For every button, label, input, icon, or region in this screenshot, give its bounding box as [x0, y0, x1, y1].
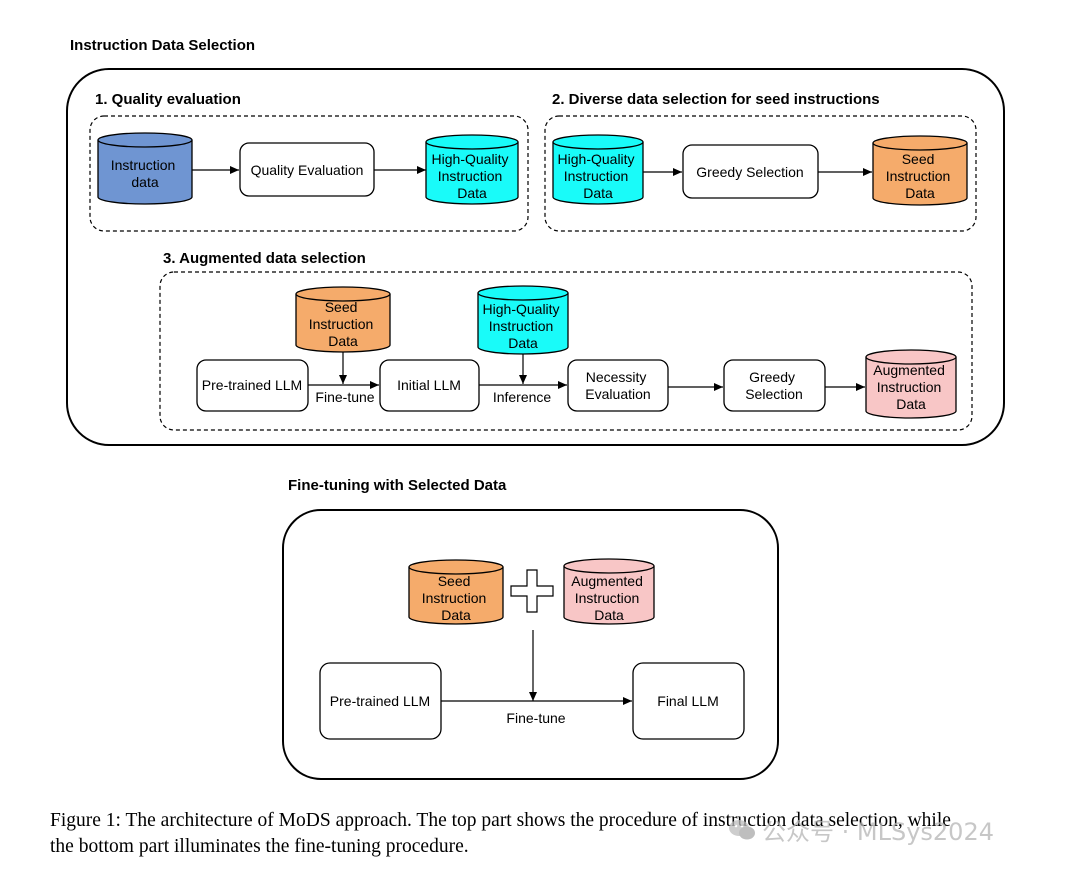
- svg-text:Augmented Instruction: Augmented Instruction Data: [571, 573, 647, 623]
- finetune-pretrained-llm-label: Pre-trained LLM: [330, 693, 430, 709]
- caption-line-2: the bottom part illuminates the fine-tun…: [50, 836, 469, 857]
- step3-greedy-selection-box: [723, 359, 826, 412]
- svg-text:Seed Instruction D: Seed Instruction Data: [422, 573, 490, 623]
- greedy-selection-label: Greedy Selection: [696, 164, 803, 180]
- section-title-finetuning: Fine-tuning with Selected Data: [288, 477, 507, 494]
- finetune-seed-data-cylinder: Seed Instruction Data: [408, 559, 504, 625]
- quality-evaluation-label: Quality Evaluation: [251, 162, 364, 178]
- step3-seed-data-cylinder: Seed Instruction Data: [295, 286, 391, 353]
- step2-high-quality-data-cylinder: High-Quality Instruction Data: [552, 134, 644, 205]
- plus-icon: [510, 569, 554, 613]
- step3-frame: [159, 271, 973, 431]
- section-title-selection: Instruction Data Selection: [70, 37, 255, 54]
- svg-text:High-Quality Instruction: High-Quality Instruction Data: [432, 151, 513, 201]
- finetuning-outer-frame: [282, 509, 779, 780]
- step3-inference-label: Inference: [493, 389, 552, 405]
- final-llm-label: Final LLM: [657, 693, 718, 709]
- svg-text:Augmented Instruction: Augmented Instruction Data: [873, 362, 949, 412]
- step1-high-quality-data-cylinder: High-Quality Instruction Data: [425, 134, 519, 205]
- svg-text:High-Quality Instruction: High-Quality Instruction Data: [483, 301, 564, 351]
- step1-instruction-data-cylinder: Instruction data: [97, 132, 193, 205]
- step3-finetune-label: Fine-tune: [315, 389, 374, 405]
- svg-text:High-Quality Instruction: High-Quality Instruction Data: [558, 151, 639, 201]
- step3-augmented-data-cylinder: Augmented Instruction Data: [865, 349, 957, 419]
- step1-frame: [89, 115, 529, 232]
- selection-outer-frame: [66, 68, 1005, 446]
- step3-title: 3. Augmented data selection: [163, 250, 366, 267]
- step2-seed-data-cylinder: Seed Instruction Data: [872, 135, 968, 206]
- step2-frame: [544, 115, 977, 232]
- figure-caption: Figure 1: The architecture of MoDS appro…: [50, 808, 1050, 860]
- watermark-text: 公众号 · MLSys2024: [762, 818, 994, 846]
- svg-text:Seed Instruction D: Seed Instruction Data: [886, 151, 954, 201]
- svg-text:Instruction data: Instruction data: [111, 157, 179, 190]
- finetune-label: Fine-tune: [506, 710, 565, 726]
- caption-line-1: Figure 1: The architecture of MoDS appro…: [50, 810, 951, 831]
- step3-greedy-selection-label: Greedy Selection: [745, 369, 803, 402]
- step1-title: 1. Quality evaluation: [95, 91, 241, 108]
- necessity-evaluation-box: [567, 359, 669, 412]
- watermark: 公众号 · MLSys2024: [728, 812, 994, 847]
- finetune-augmented-data-cylinder: Augmented Instruction Data: [563, 558, 655, 625]
- wechat-icon: [728, 819, 756, 841]
- step3-high-quality-data-cylinder: High-Quality Instruction Data: [477, 285, 569, 355]
- final-llm-box: [632, 662, 745, 740]
- step2-title: 2. Diverse data selection for seed instr…: [552, 91, 880, 108]
- initial-llm-label: Initial LLM: [397, 377, 461, 393]
- step3-pretrained-llm-label: Pre-trained LLM: [202, 377, 302, 393]
- necessity-evaluation-label: Necessity Evaluation: [585, 369, 650, 402]
- svg-text:Seed Instruction D: Seed Instruction Data: [309, 299, 377, 349]
